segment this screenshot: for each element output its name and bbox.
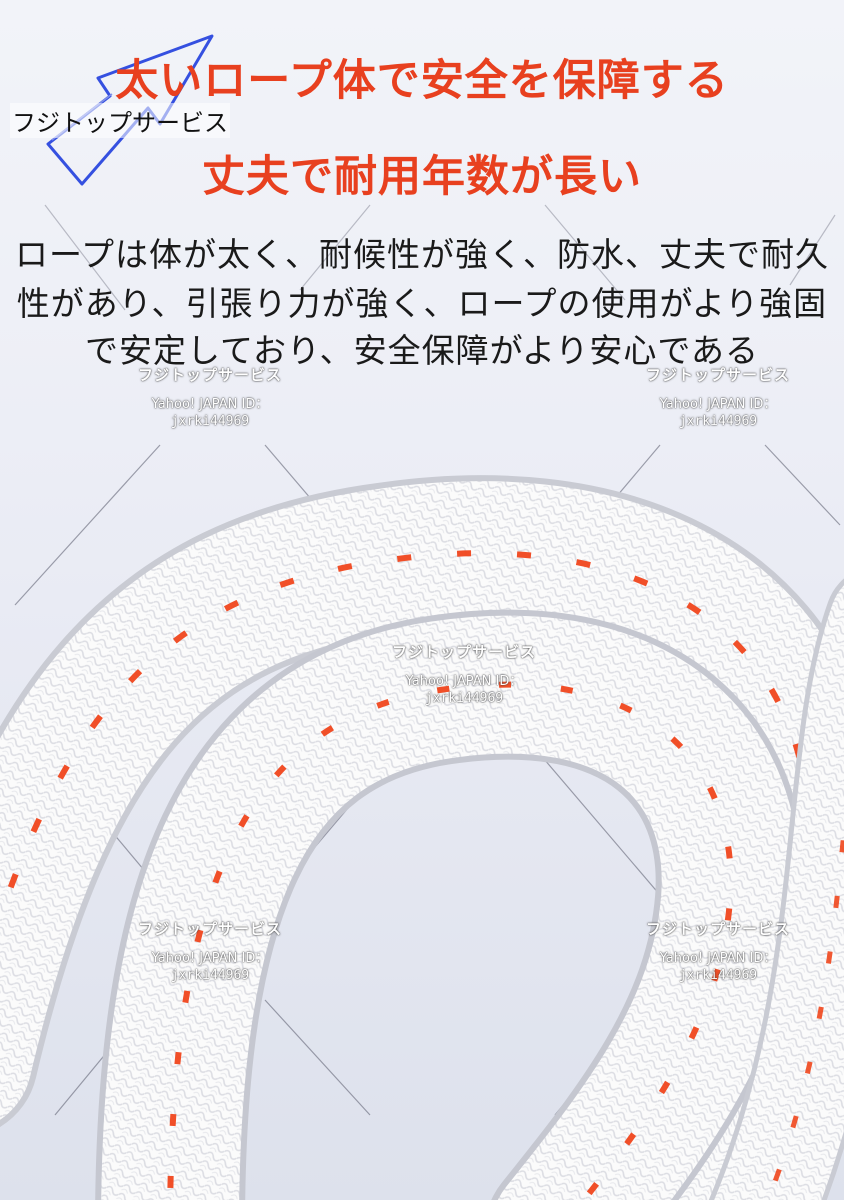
watermark: フジトップサービス Yahoo! JAPAN ID： jxrki44969 — [90, 918, 330, 983]
watermark-id-label: Yahoo! JAPAN ID： — [659, 397, 777, 412]
watermark-id-label: Yahoo! JAPAN ID： — [151, 951, 269, 966]
watermark-brand: フジトップサービス — [645, 920, 790, 938]
shop-name-tag: フジトップサービス — [10, 103, 230, 138]
watermark-brand: フジトップサービス — [137, 366, 282, 384]
watermark: フジトップサービス Yahoo! JAPAN ID： jxrki44969 — [598, 918, 838, 983]
watermark: フジトップサービス Yahoo! JAPAN ID： jxrki44969 — [598, 364, 838, 429]
description-line-3: で安定しており、安全保障がより安心である — [84, 331, 760, 370]
watermark: フジトップサービス Yahoo! JAPAN ID： jxrki44969 — [344, 641, 584, 706]
description-line-2: 性があり、引張り力が強く、ロープの使用がより強固 — [16, 284, 828, 323]
watermark-id-label: Yahoo! JAPAN ID： — [151, 397, 269, 412]
watermark-id-value: jxrki44969 — [678, 968, 758, 983]
watermark-id-value: jxrki44969 — [170, 968, 250, 983]
watermark-id-value: jxrki44969 — [170, 414, 250, 429]
description-line-1: ロープは体が太く、耐候性が強く、防水、丈夫で耐久 — [14, 235, 830, 274]
watermark-id-label: Yahoo! JAPAN ID： — [405, 674, 523, 689]
watermark-brand: フジトップサービス — [137, 920, 282, 938]
watermark-id-value: jxrki44969 — [424, 691, 504, 706]
headline-line-1: 太いロープ体で安全を保障する — [115, 56, 729, 106]
watermark-brand: フジトップサービス — [391, 643, 536, 661]
watermark: フジトップサービス Yahoo! JAPAN ID： jxrki44969 — [90, 364, 330, 429]
watermark-brand: フジトップサービス — [645, 366, 790, 384]
headline-line-2: 丈夫で耐用年数が長い — [202, 152, 642, 202]
watermark-id-label: Yahoo! JAPAN ID： — [659, 951, 777, 966]
watermark-id-value: jxrki44969 — [678, 414, 758, 429]
